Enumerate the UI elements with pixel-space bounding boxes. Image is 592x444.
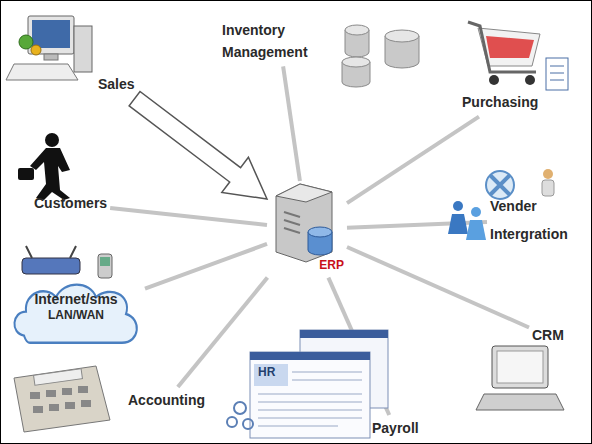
module-label: Payroll: [372, 418, 419, 440]
cart-icon: [468, 22, 568, 90]
calculator-icon: [14, 366, 110, 432]
connector-line: [145, 244, 267, 289]
node-text: Vender Intergration: [490, 192, 585, 248]
module-label: Purchasing: [462, 92, 538, 114]
node-text: Purchasing: [462, 92, 538, 114]
module-label: Customers: [34, 193, 107, 215]
node-text: Accounting: [128, 390, 205, 412]
computer-icon: [476, 346, 564, 410]
module-label: Accounting: [128, 390, 205, 412]
connector-line: [283, 66, 300, 181]
person-icon: [18, 133, 70, 200]
module-label: Sales: [98, 74, 135, 96]
screenshot-icon: [227, 330, 388, 438]
connector-line: [347, 247, 529, 327]
connector-line: [110, 208, 267, 225]
server-icon: [276, 184, 332, 262]
database-icon: [342, 25, 419, 87]
module-label: Inventory Management: [222, 20, 337, 63]
node-text: LAN/WAN: [10, 308, 142, 324]
network-cloud: Internet/smsLAN/WAN: [10, 278, 142, 350]
screen-label: HR: [258, 365, 275, 379]
module-label: CRM: [532, 325, 564, 347]
node-text: ERP: [270, 256, 344, 275]
erp-hub: ERP: [270, 184, 344, 275]
connector-line: [347, 117, 479, 203]
module-label: Vender Intergration: [490, 192, 585, 248]
node-text: CRM: [532, 325, 564, 347]
hollow-arrow: [129, 92, 267, 199]
node-text: Customers: [34, 193, 107, 215]
network-icon: [22, 246, 112, 278]
computer-icon: [6, 16, 92, 80]
node-text: Payroll: [372, 418, 419, 440]
node-text: Inventory Management: [222, 20, 337, 63]
node-text: Sales: [98, 74, 135, 96]
node-text: Internet/sms: [10, 290, 142, 308]
